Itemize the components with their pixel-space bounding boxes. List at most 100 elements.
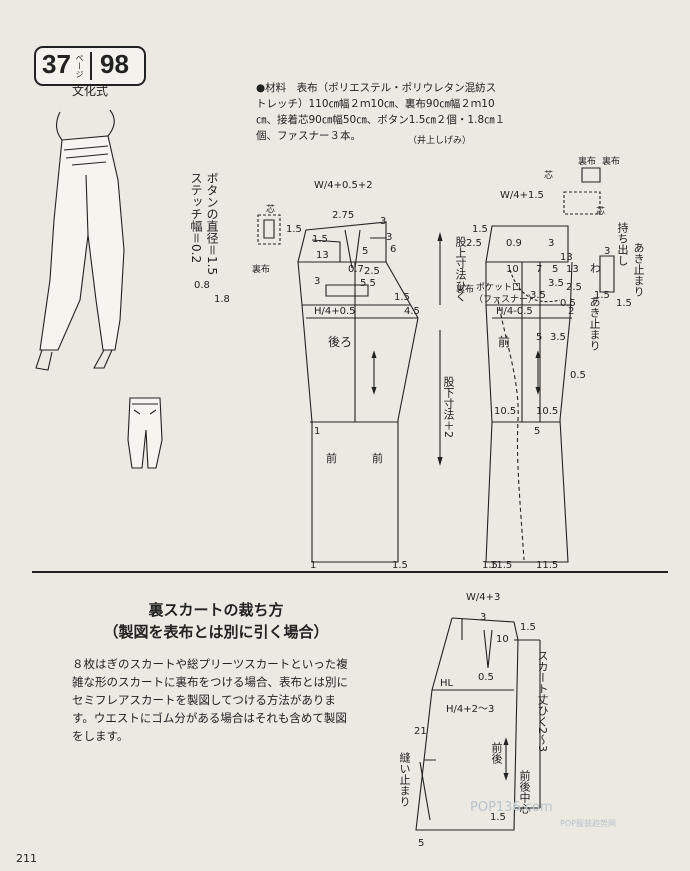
skirt-num-05: 0.5 (478, 672, 494, 683)
front-core-label: 芯 (544, 169, 553, 181)
back-lining-label: 裏布 (252, 263, 270, 275)
skirt-hip-formula: H/4+2～3 (446, 704, 494, 715)
skirt-lining-diagram (415, 617, 541, 831)
badge-subtitle: 文化式 (72, 84, 109, 98)
badge-divider (90, 52, 92, 80)
back-num-1: 1 (314, 426, 320, 437)
front-hem-115b: 11.5 (536, 560, 558, 571)
skirt-num-15b: 1.5 (490, 812, 506, 823)
pocket-opening-label: ポケット口 (476, 282, 521, 293)
skirt-center-label: 前後中心 (518, 770, 531, 814)
back-hem-15: 1.5 (392, 560, 408, 571)
back-num-25: 2.5 (364, 266, 380, 277)
front-hip-formula: H/4-0.5 (496, 306, 533, 317)
skirt-length-label: スカート丈ひく2～3 (536, 650, 549, 752)
skirt-num-3: 3 (480, 612, 486, 623)
back-waist-formula: W/4+0.5+2 (314, 180, 373, 191)
front-num-5c: 5 (534, 426, 540, 437)
front-num-7: 7 (536, 264, 542, 275)
back-lower-left-label: 前 (326, 451, 337, 465)
button-diameter-note: ボタンの直径＝1.5 (205, 172, 219, 276)
front-lining-top-2: 裏布 (602, 155, 620, 167)
back-core-label: 芯 (266, 203, 275, 215)
badge-ruby: ページ (75, 54, 84, 78)
front-num-13b: 13 (566, 264, 579, 275)
front-opening-stop-2: あき止まり (588, 296, 601, 351)
back-num-15b: 1.5 (312, 234, 328, 245)
front-lining-label: 裏布 (456, 283, 474, 295)
front-num-3d: 3 (604, 246, 610, 257)
front-num-09: 0.9 (506, 238, 522, 249)
back-num-07: 0.7 (348, 264, 364, 275)
front-num-2: 2 (568, 306, 574, 317)
front-num-35c: 3.5 (548, 278, 564, 289)
back-lower-right-label: 前 (372, 451, 383, 465)
watermark: POP136.com (470, 800, 553, 815)
front-num-25: 2.5 (466, 238, 482, 249)
front-num-10: 10 (506, 264, 519, 275)
skirt-num-21: 21 (414, 726, 427, 737)
back-num-6: 6 (390, 244, 396, 255)
front-num-05: 0.5 (570, 370, 586, 381)
front-num-15e: 1.5 (616, 298, 632, 309)
section-title: 裏スカートの裁ち方 （製図を表布とは別に引く場合） (86, 599, 346, 643)
back-num-15c: 1.5 (394, 292, 410, 303)
skirt-front-back-label: 前後 (490, 742, 503, 764)
front-num-5b: 5 (536, 332, 542, 343)
front-lining-top: 裏布 (578, 155, 596, 167)
page-reference-badge: 37 ページ 98 (34, 46, 146, 86)
section-divider (32, 571, 668, 573)
back-hem-1: 1 (310, 560, 316, 571)
back-num-3a: 3 (380, 216, 386, 227)
front-num-25b: 2.5 (566, 282, 582, 293)
front-num-35a: 3.5 (530, 290, 546, 301)
front-num-105a: 10.5 (494, 406, 516, 417)
back-num-45: 4.5 (404, 306, 420, 317)
stitch-width-note: ステッチ幅＝0.2 (189, 172, 203, 264)
button-diameter-2: 1.8 (214, 294, 230, 305)
front-waist-formula: W/4+1.5 (500, 190, 544, 201)
author-credit: （井上しげみ） (408, 136, 472, 146)
front-num-105b: 10.5 (536, 406, 558, 417)
front-hem-15: 1.5 (482, 560, 498, 571)
materials-text: ●材料 表布（ポリエステル・ポリウレタン混紡ストレッチ）110㎝幅２ｍ10㎝、裏… (256, 82, 506, 142)
skirt-num-10: 10 (496, 634, 509, 645)
skirt-num-5: 5 (418, 838, 424, 849)
front-opening-stop-1: あき止まり (632, 242, 645, 297)
front-num-15f: 1.5 (594, 290, 610, 301)
front-num-13: 13 (560, 252, 573, 263)
badge-left-number: 37 (42, 49, 71, 79)
skirt-hl-label: HL (440, 678, 454, 689)
front-core-2: 芯 (596, 205, 605, 217)
front-num-05b: 0.5 (560, 298, 576, 309)
skirt-num-15a: 1.5 (520, 622, 536, 633)
pants-figure-illustration (35, 109, 125, 371)
page-number: 211 (16, 852, 37, 865)
back-num-5: 5 (362, 246, 368, 257)
badge-right-number: 98 (100, 49, 129, 79)
front-num-5a: 5 (552, 264, 558, 275)
back-num-3c: 3 (314, 276, 320, 287)
front-num-3: 3 (548, 238, 554, 249)
front-fly-extension-label: 持ち出し (616, 222, 629, 266)
front-hem-115a: 11.5 (490, 560, 512, 571)
zipper-label: （ファスナー） (474, 294, 537, 305)
section-title-line2: （製図を表布とは別に引く場合） (103, 623, 329, 641)
waistband-pieces (257, 214, 281, 245)
skirt-waist-formula: W/4+3 (466, 592, 500, 603)
front-num-35b: 3.5 (550, 332, 566, 343)
front-pattern-outline (437, 167, 615, 563)
small-pants-illustration (127, 397, 163, 469)
watermark-subtitle: POP服装趋势网 (560, 819, 616, 828)
front-piece-name: 前 (498, 334, 510, 349)
front-num-15a: 1.5 (472, 224, 488, 235)
back-pattern-outline (297, 221, 419, 563)
front-fold-label: わ (590, 262, 601, 275)
stitch-width-2: 0.8 (194, 280, 210, 291)
back-num-13: 13 (316, 250, 329, 261)
back-num-15a: 1.5 (286, 224, 302, 235)
front-inseam-label: 股下寸法＋2 (442, 376, 455, 438)
back-num-3b: 3 (386, 232, 392, 243)
skirt-seam-stop-label: 縫い止まり (398, 752, 411, 807)
